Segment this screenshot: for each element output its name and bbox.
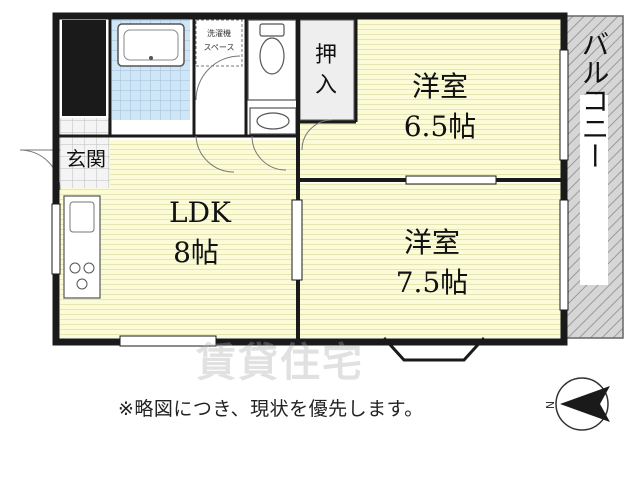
watermark: 賃貸住宅 [196,340,364,386]
washer-space-label-2: スペース [203,43,234,52]
western-room-1-size: 6.5帖 [404,110,477,143]
western-room-2-size: 7.5帖 [396,266,469,299]
compass-north-label: N [544,401,557,409]
kitchen [63,195,101,299]
ldk-size: 8帖 [173,236,219,269]
disclaimer-note: ※略図につき、現状を優先します。 [118,398,424,420]
shoe-cabinet [62,20,106,116]
entrance [19,118,110,191]
closet-label-1: 押 [315,43,337,68]
north-arrow-icon: N [544,377,610,431]
western-room-1-name: 洋室 [412,70,468,103]
balcony-label: バルコニー [578,30,611,170]
washer-space [195,19,243,67]
closet [299,19,355,121]
closet-label-2: 入 [315,73,337,98]
washer-space-label-1: 洗濯機 [207,28,231,38]
ldk-name: LDK [169,196,232,229]
door-swings [195,55,333,173]
entrance-label: 玄関 [66,147,106,171]
western-room-2-name: 洋室 [404,226,460,259]
bathroom [112,20,190,120]
toilet [247,19,297,101]
balcony [564,15,624,339]
western-room-2-floor [300,183,562,338]
windows [51,49,569,347]
washbasin [249,107,297,135]
